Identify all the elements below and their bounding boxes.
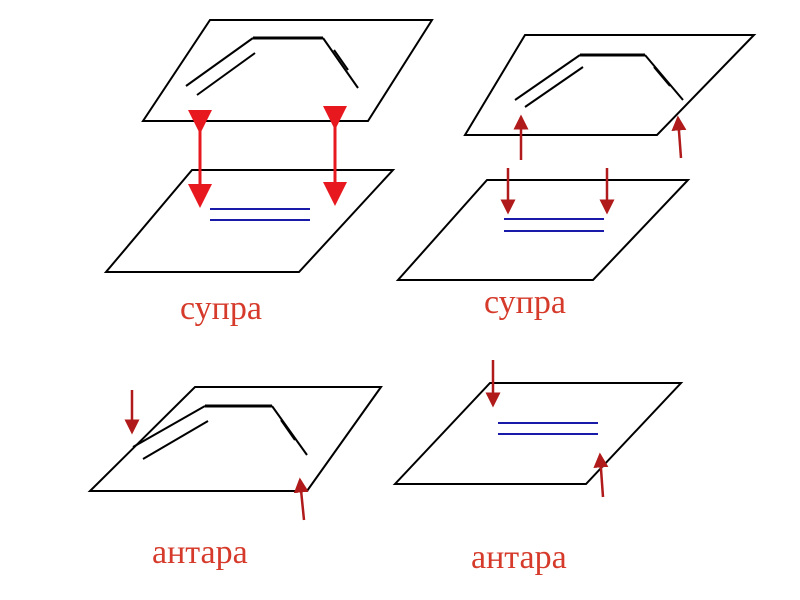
antara-label-right: антара [471, 539, 567, 576]
dienophile-double-bond [504, 218, 604, 232]
diene-plane [463, 34, 757, 136]
panel-antara-2 [392, 360, 684, 498]
diene-chain [132, 404, 308, 460]
panel-antara-1 [87, 386, 383, 521]
dienophile-plane [395, 179, 691, 281]
diene-chain [514, 53, 684, 108]
diene-chain [185, 36, 359, 96]
supra-label-left: супра [180, 290, 262, 327]
dienophile-double-bond [498, 422, 598, 435]
dienophile-plane [392, 382, 684, 485]
supra-label-right: супра [484, 284, 566, 321]
antara-label-left: антара [152, 534, 248, 571]
dienophile-double-bond [210, 208, 310, 221]
panel-supra-1 [103, 19, 434, 273]
arrow-up-right [671, 115, 687, 159]
arrow-up-bottom [593, 452, 609, 498]
diene-plane [87, 386, 383, 492]
diene-plane [141, 19, 434, 122]
panel-supra-2 [395, 34, 757, 281]
arrow-up-bottom [293, 477, 309, 521]
